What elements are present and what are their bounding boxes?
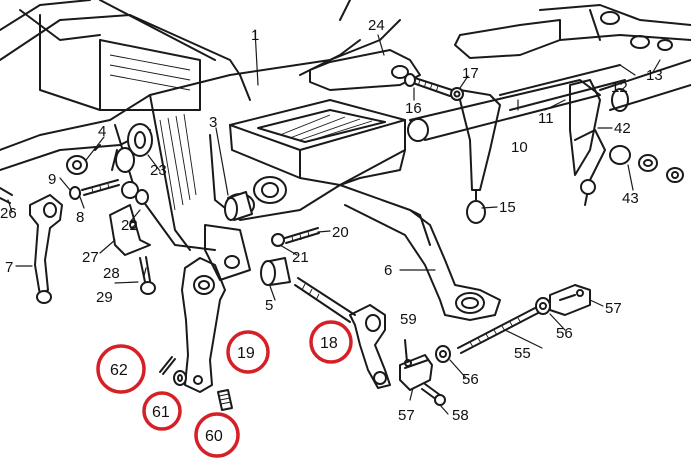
label-23: 23: [150, 162, 167, 179]
lever-18-drawing: [294, 277, 451, 406]
upper-linkage-drawing: [309, 4, 691, 224]
highlight-circle-60: [194, 412, 240, 458]
label-55: 55: [514, 345, 531, 362]
label-8: 8: [76, 209, 84, 226]
label-42: 42: [614, 120, 631, 137]
label-27: 27: [82, 249, 99, 266]
label-16: 16: [405, 100, 422, 117]
label-6: 6: [384, 262, 392, 279]
bush-3-5-bolt-20-21-drawing: [224, 191, 320, 286]
lever-19-drawing: [159, 257, 233, 411]
label-62: 62: [110, 362, 128, 379]
label-20: 20: [332, 224, 349, 241]
label-24: 24: [368, 17, 385, 34]
label-60: 60: [205, 428, 223, 445]
label-15: 15: [499, 199, 516, 216]
label-11: 11: [538, 110, 554, 127]
highlight-circle-18: [309, 320, 353, 364]
bolt-16-washer-17-drawing: [404, 73, 464, 101]
highlight-circle-19: [226, 330, 270, 374]
label-13: 13: [646, 67, 663, 84]
drop-arm-6-drawing: [339, 184, 501, 321]
label-1: 1: [251, 27, 259, 44]
left-parts-drawing: [0, 144, 156, 304]
label-56-lower: 56: [462, 371, 479, 388]
label-7: 7: [5, 259, 13, 276]
label-28: 28: [103, 265, 120, 282]
leader-lines: [7, 29, 661, 415]
label-10: 10: [511, 139, 528, 156]
part-number-labels: 1 3 4 5 6 7 8 9 10 11 12 13 15 16 17 20 …: [0, 17, 663, 424]
label-17: 17: [462, 65, 479, 82]
label-9: 9: [48, 171, 56, 188]
label-43: 43: [622, 190, 639, 207]
label-59: 59: [400, 311, 417, 328]
highlight-circle-62: [96, 344, 146, 394]
highlighted-part-labels: 18 19 60 61 62: [96, 320, 353, 458]
label-21: 21: [292, 249, 309, 266]
label-57-right: 57: [605, 300, 622, 317]
label-18: 18: [320, 335, 338, 352]
label-19: 19: [237, 345, 255, 362]
label-3: 3: [209, 114, 217, 131]
label-5: 5: [265, 297, 273, 314]
rod-55-drawing: [457, 284, 591, 354]
label-26: 26: [0, 205, 17, 222]
label-29: 29: [96, 289, 113, 306]
label-22: 22: [121, 217, 138, 234]
highlight-circle-61: [142, 391, 182, 431]
label-58: 58: [452, 407, 469, 424]
label-4: 4: [98, 123, 106, 140]
label-12: 12: [611, 79, 628, 96]
label-61: 61: [152, 404, 170, 421]
label-57-lower: 57: [398, 407, 415, 424]
label-56-right: 56: [556, 325, 573, 342]
